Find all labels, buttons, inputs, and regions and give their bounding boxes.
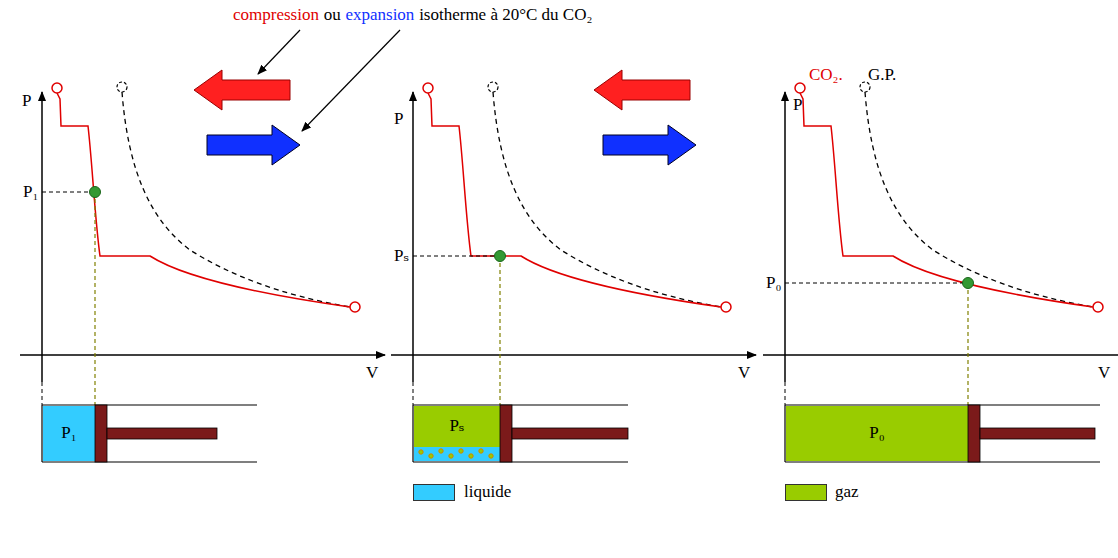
axis-label: V (366, 364, 378, 383)
pressure-text: P₁ (61, 424, 76, 443)
axis-label: V (738, 364, 750, 383)
pressure-text: P₀ (869, 424, 884, 443)
pressure-label: P₀ (766, 274, 781, 293)
legend-text: liquide (464, 483, 511, 502)
pressure-label: Pₛ (394, 247, 409, 266)
cylinder-content: Pₛ (414, 406, 500, 447)
legend-swatch (413, 484, 455, 501)
axis-label: P (22, 92, 31, 111)
axis-label: V (1098, 364, 1110, 383)
title-word: expansion (345, 6, 414, 25)
title-word: ou (324, 6, 341, 25)
title-word: compression (233, 6, 319, 25)
title-line: compression ouexpansion isotherme à 20°C d… (233, 6, 597, 25)
title-text: isotherme à 20°C du CO₂ (419, 6, 592, 25)
axis-label: P (793, 96, 802, 115)
cylinder-content: P₀ (786, 406, 968, 461)
curve-label: CO₂. (809, 66, 843, 85)
pressure-label: P₁ (23, 183, 38, 202)
cylinder-content: P₁ (43, 406, 95, 461)
axis-label: P (394, 110, 403, 129)
curve-label: G.P. (868, 66, 896, 85)
pressure-text: Pₛ (449, 417, 464, 436)
legend-swatch (785, 484, 827, 501)
legend-text: gaz (835, 483, 859, 502)
